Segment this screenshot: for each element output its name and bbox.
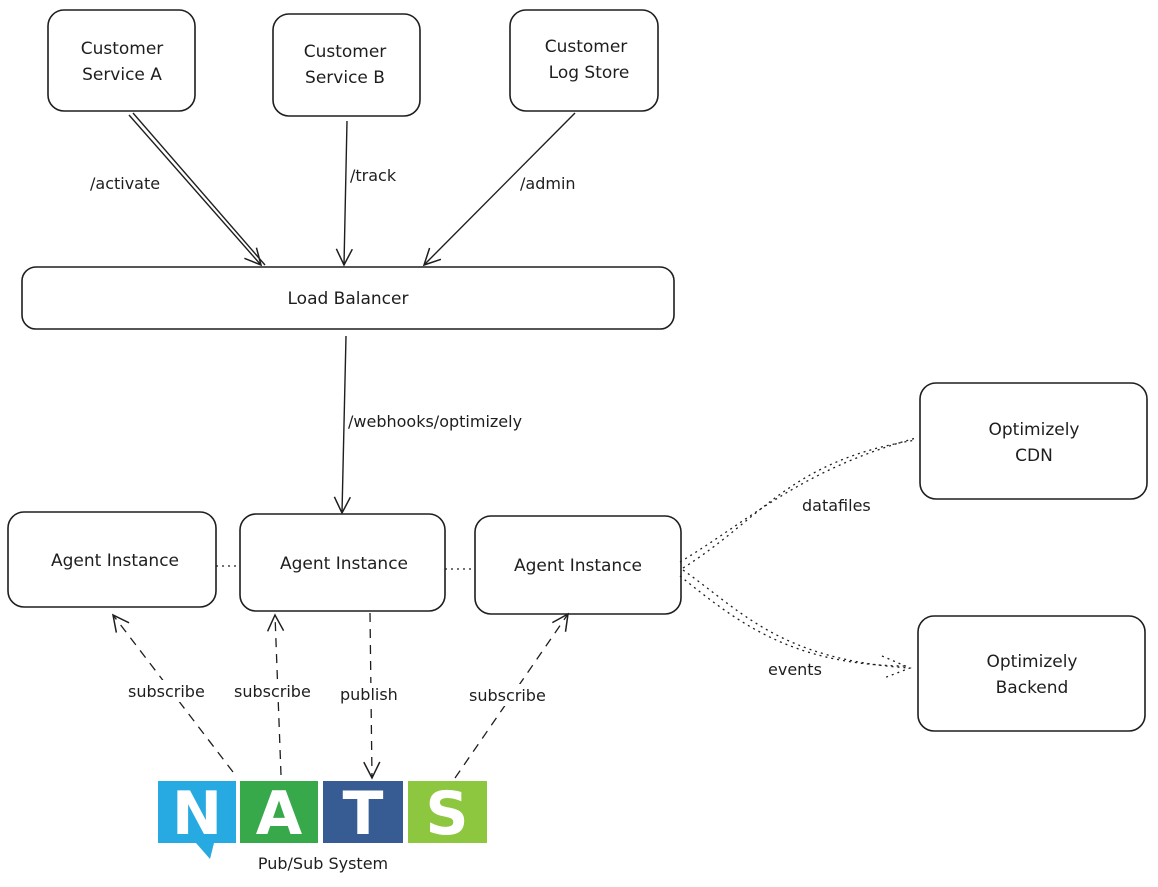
customer-service-b-line2: Service B [305,68,385,88]
nats-logo: N A T S Pub/Sub System [158,779,487,873]
track-edge-label: /track [350,166,397,185]
agent-instance-2-label: Agent Instance [280,554,408,574]
customer-log-store-line1: Customer [545,37,628,57]
publish-label-bg [338,683,406,705]
webhooks-edge-label: /webhooks/optimizely [348,412,522,431]
subscribe-1-label-bg [124,680,220,702]
nats-tile-n [158,781,236,843]
track-edge: /track [335,120,397,267]
datafiles-curve-a [682,439,917,569]
customer-log-store-line2: Log Store [549,63,630,83]
subscribe-2-edge-label: subscribe [234,682,311,701]
nats-letter-t: T [343,779,384,849]
subscribe-1-edge-label: subscribe [128,682,205,701]
customer-log-store-node: Customer Log Store [509,9,659,112]
events-edge-label: events [768,660,822,679]
webhooks-arrow [333,335,352,515]
events-edge: events [679,569,912,679]
optimizely-backend-line1: Optimizely [986,652,1077,672]
customer-service-a-node: Customer Service A [47,9,196,112]
optimizely-backend-node: Optimizely Backend [917,615,1146,732]
optimizely-cdn-line2: CDN [1015,446,1053,466]
customer-service-b-line1: Customer [304,42,387,62]
nats-letter-a: A [256,779,303,849]
events-arrow-head [881,655,912,679]
subscribe-2-label-bg [232,680,324,702]
nats-speech-tail [196,843,214,859]
subscribe-3-label-bg [466,684,560,706]
optimizely-cdn-line1: Optimizely [988,420,1079,440]
customer-service-b-node: Customer Service B [272,13,421,117]
nats-tile-t [323,781,403,843]
admin-edge: /admin [422,112,576,267]
datafiles-curve-b [679,437,917,563]
events-curve-a [682,569,911,669]
subscribe-3-edge: subscribe [454,612,569,779]
agent-instance-2-node: Agent Instance [239,513,446,612]
subscribe-3-edge-label: subscribe [469,686,546,705]
admin-edge-label: /admin [520,174,576,193]
nats-letter-s: S [425,779,468,849]
optimizely-backend-line2: Backend [996,678,1069,698]
nats-letter-n: N [172,779,222,849]
activate-arrow-head [128,114,263,267]
load-balancer-node: Load Balancer [21,266,675,330]
activate-edge-label: /activate [90,174,160,193]
publish-edge: publish [338,612,406,780]
agent-instance-1-node: Agent Instance [7,511,217,608]
datafiles-edge-label: datafiles [802,496,871,515]
nats-tile-s [408,781,487,843]
optimizely-cdn-node: Optimizely CDN [919,382,1148,500]
customer-service-a-line2: Service A [82,65,162,85]
admin-arrow [422,112,576,267]
subscribe-2-edge: subscribe [232,613,324,776]
subscribe-1-edge: subscribe [111,613,234,773]
nats-caption: Pub/Sub System [258,854,388,873]
nats-tile-a [240,781,318,843]
webhooks-edge: /webhooks/optimizely [333,335,522,515]
agent-instance-3-node: Agent Instance [474,515,682,615]
activate-edge: /activate [90,112,266,267]
agent-instance-3-label: Agent Instance [514,556,642,576]
customer-service-a-line1: Customer [81,39,164,59]
load-balancer-label: Load Balancer [288,289,409,309]
agent-instance-1-label: Agent Instance [51,551,179,571]
activate-arrow-line [132,112,266,266]
publish-edge-label: publish [340,685,398,704]
track-arrow [335,120,353,267]
events-curve-b [679,575,906,667]
datafiles-edge: datafiles [679,437,917,569]
